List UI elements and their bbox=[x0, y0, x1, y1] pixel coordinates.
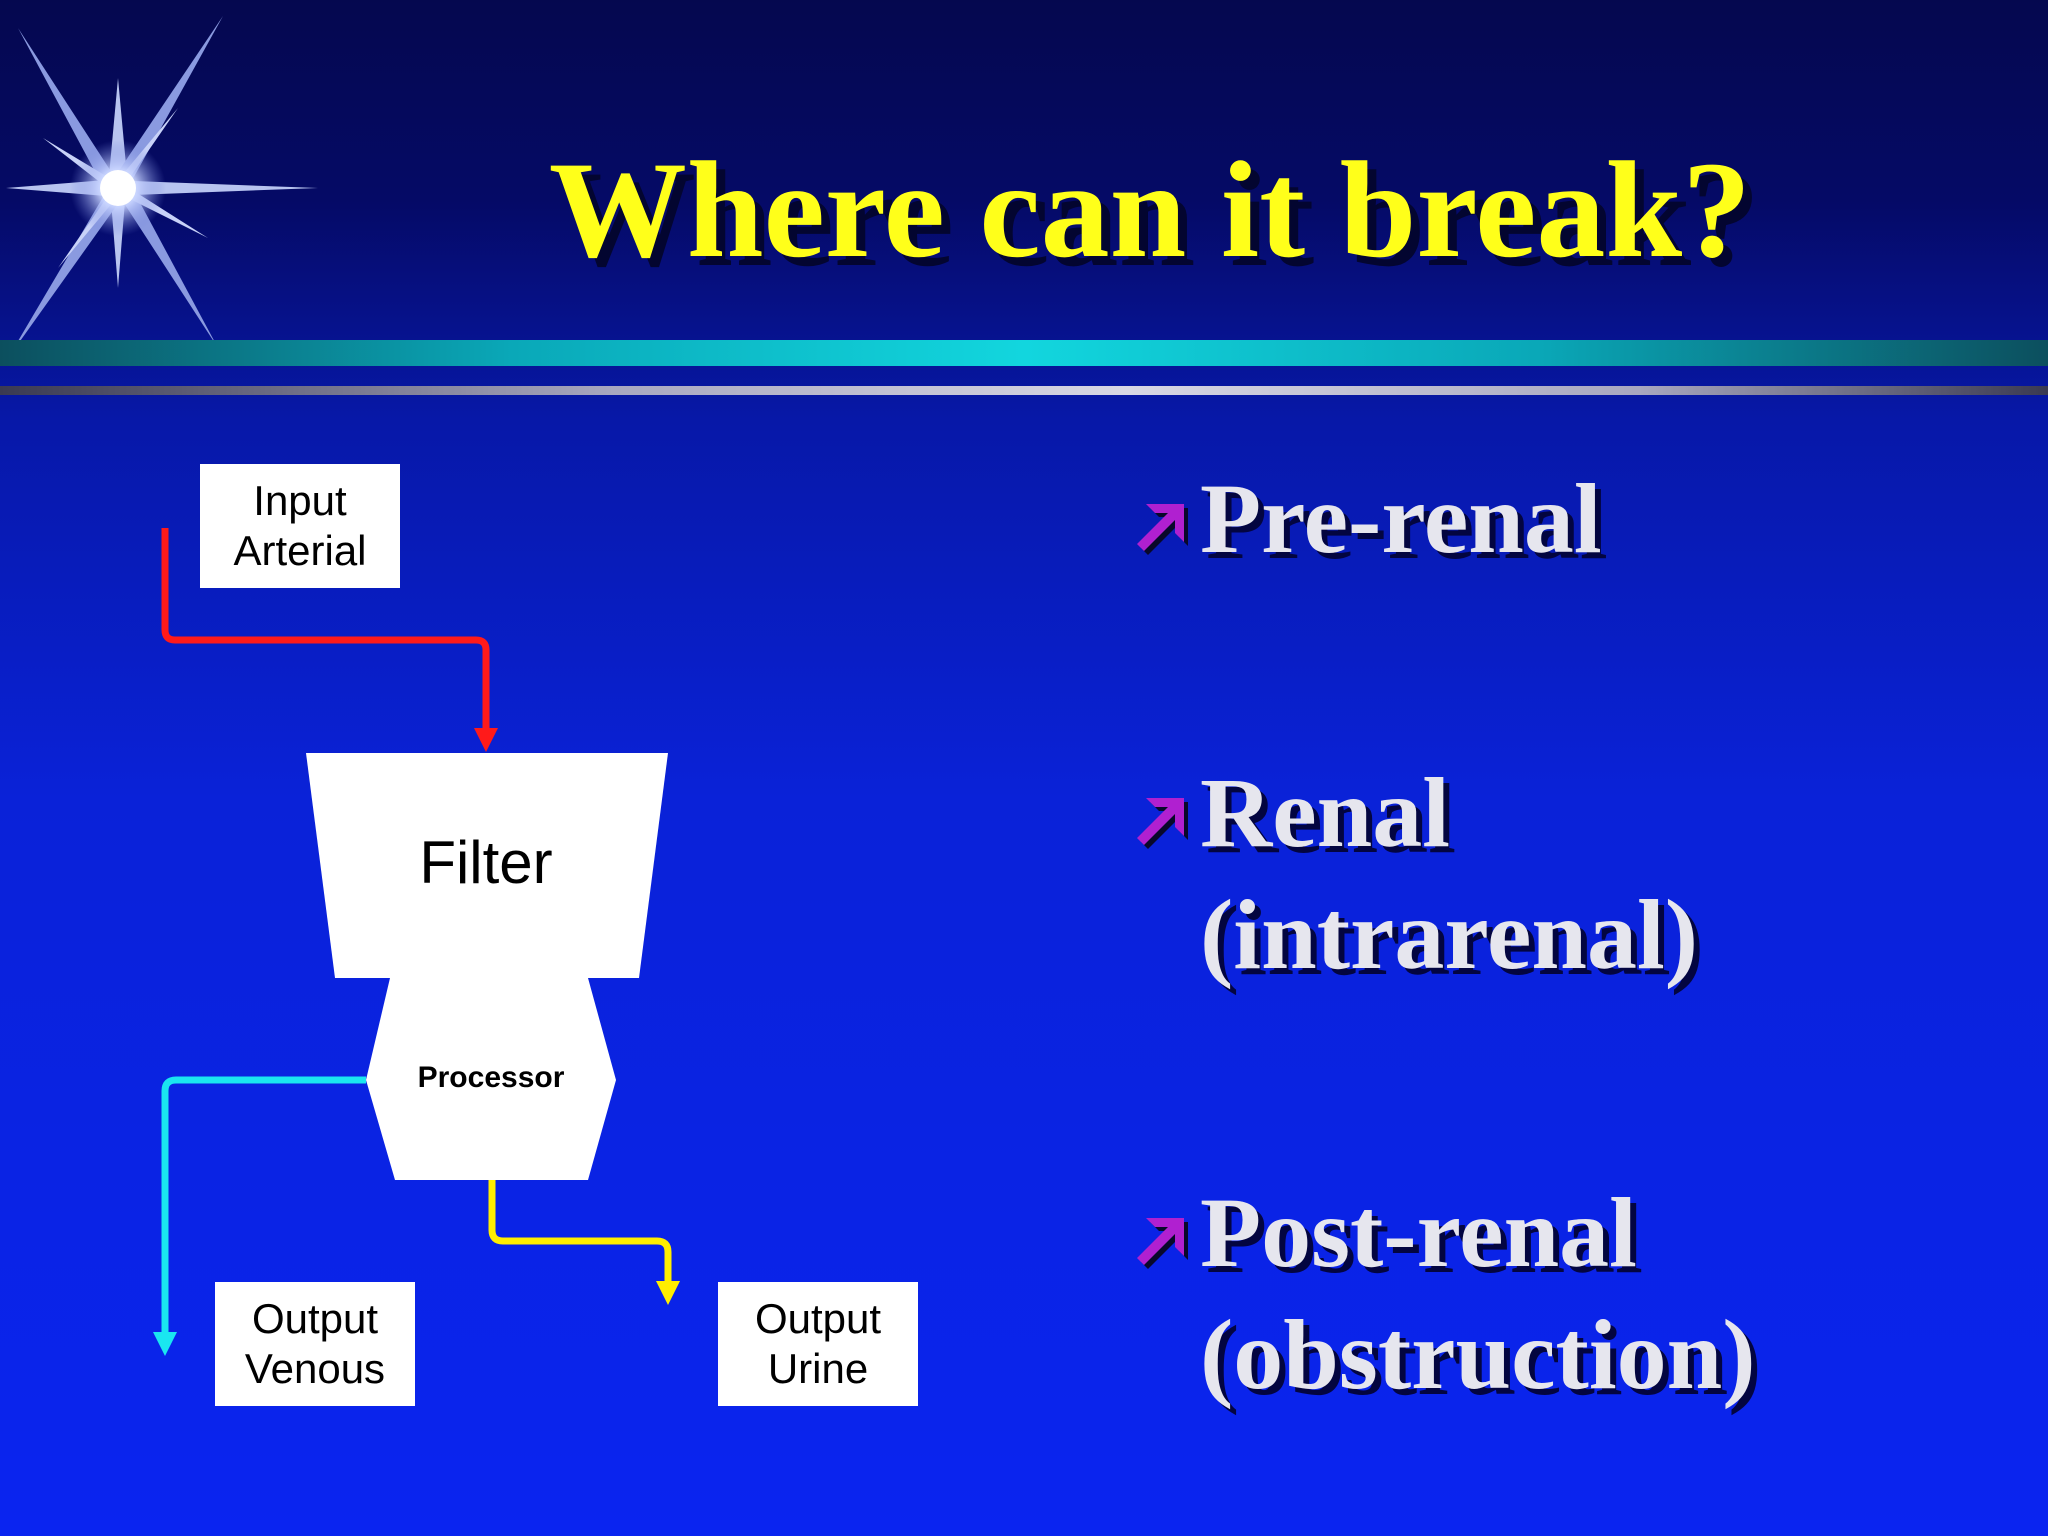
input-arterial-line1: Input bbox=[253, 477, 347, 524]
input-arterial-line2: Arterial bbox=[233, 527, 367, 574]
slide-title: Where can it break? bbox=[548, 133, 1752, 286]
output-urine-line2: Urine bbox=[767, 1345, 869, 1392]
arterial-arrowhead bbox=[474, 728, 498, 752]
pre-renal-text: Pre-renal bbox=[1200, 463, 1602, 574]
list-item-pre-renal: Pre-renal bbox=[1130, 458, 1602, 580]
output-urine-line1: Output bbox=[754, 1295, 882, 1342]
title-divider-teal bbox=[0, 340, 2048, 366]
post-renal-text-line1: Post-renal bbox=[1200, 1177, 1637, 1288]
list-item-post-renal: Post-renal (obstruction) bbox=[1130, 1172, 1756, 1416]
arrow-up-right-icon bbox=[1137, 798, 1188, 849]
arterial-flow-arrow bbox=[161, 528, 490, 730]
processor-shape bbox=[366, 978, 616, 1180]
output-urine-box: Output Urine bbox=[718, 1282, 918, 1406]
urine-arrowhead bbox=[656, 1281, 680, 1305]
title-divider-silver bbox=[0, 386, 2048, 395]
kidney-flow-diagram bbox=[153, 528, 680, 1356]
renal-text-line2: (intrarenal) bbox=[1200, 879, 1699, 990]
output-venous-line2: Venous bbox=[244, 1345, 386, 1392]
output-venous-box: Output Venous bbox=[215, 1282, 415, 1406]
urine-flow-arrow bbox=[488, 1180, 672, 1283]
list-item-renal: Renal (intrarenal) bbox=[1130, 752, 1698, 996]
input-arterial-box: Input Arterial bbox=[200, 464, 400, 588]
venous-flow-arrow bbox=[161, 1076, 366, 1334]
arrow-up-right-icon bbox=[1137, 1218, 1188, 1269]
arrow-up-right-icon bbox=[1137, 504, 1188, 555]
filter-label: Filter bbox=[419, 829, 553, 896]
starburst-icon bbox=[6, 16, 318, 358]
filter-shape bbox=[306, 753, 668, 978]
processor-label: Processor bbox=[417, 1061, 565, 1094]
renal-text-line1: Renal bbox=[1200, 757, 1450, 868]
output-venous-line1: Output bbox=[251, 1295, 379, 1342]
post-renal-text-line2: (obstruction) bbox=[1200, 1299, 1756, 1410]
venous-arrowhead bbox=[153, 1332, 177, 1356]
